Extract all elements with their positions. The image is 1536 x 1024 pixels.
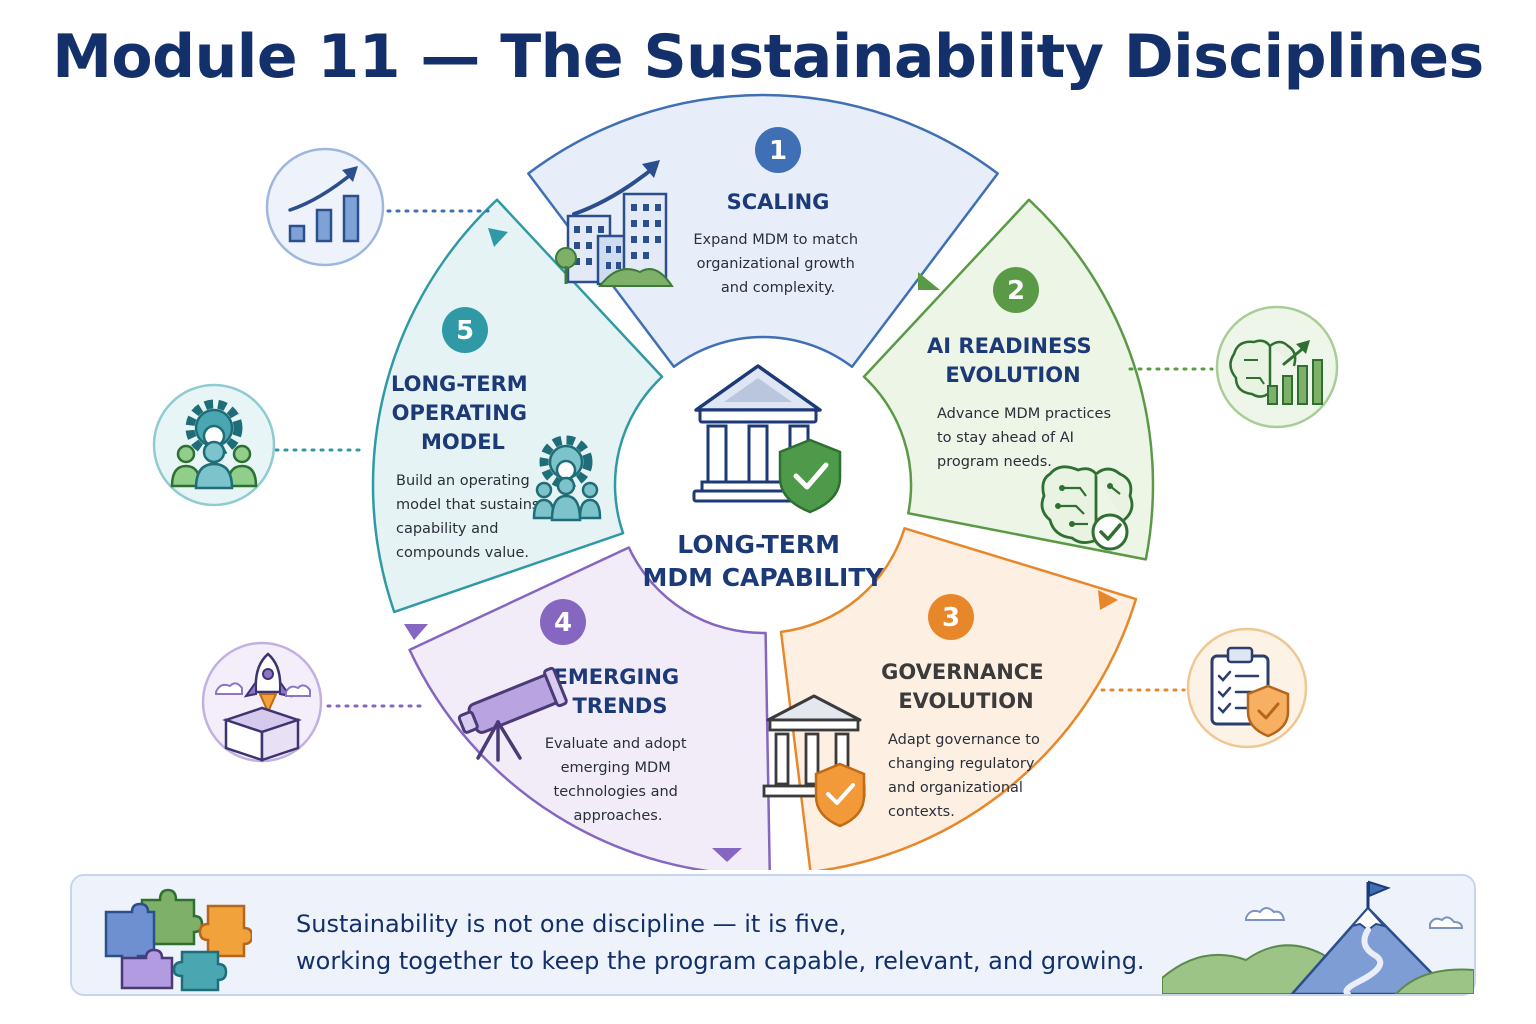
segment-2-title: AI READINESS EVOLUTION [927, 334, 1099, 387]
ring-segment-3 [779, 527, 1138, 870]
badge-4: 4 [540, 599, 586, 645]
clipboard-shield-icon [1186, 627, 1308, 749]
banner-line-1: Sustainability is not one discipline — i… [296, 910, 847, 938]
arrow-head-1 [488, 228, 508, 247]
badge-1: 1 [755, 127, 801, 173]
telescope-icon [457, 666, 568, 762]
segment-3-title: GOVERNANCE EVOLUTION [881, 660, 1051, 713]
ai-brain-check-icon [1040, 465, 1134, 551]
team-gear-icon [152, 383, 276, 507]
segment-4-title: EMERGING TRENDS [554, 665, 687, 718]
svg-text:4: 4 [554, 608, 572, 638]
segment-2-desc: Advance MDM practices to stay ahead of A… [937, 406, 1116, 470]
ring-segment-1 [527, 93, 999, 369]
sustainability-cycle-diagram: 1 2 3 4 5 SCALING AI READINESS EVOLUTION… [152, 93, 1339, 870]
arrow-head-2 [918, 272, 940, 290]
page-title: Module 11 — The Sustainability Disciplin… [52, 22, 1484, 92]
rocket-box-icon [201, 641, 323, 763]
svg-text:2: 2 [1007, 276, 1025, 306]
segment-5-title: LONG-TERM OPERATING MODEL [391, 372, 535, 454]
dotted-connectors [274, 209, 1214, 708]
svg-text:3: 3 [942, 603, 960, 633]
flow-arrows [404, 228, 1118, 862]
city-buildings-growth-icon [555, 160, 674, 287]
arrow-head-5 [404, 624, 428, 640]
arrow-head-4 [712, 848, 742, 862]
segment-4-desc: Evaluate and adopt emerging MDM technolo… [545, 736, 691, 824]
segment-3-desc: Adapt governance to changing regulatory … [888, 732, 1044, 820]
brain-chart-icon [1215, 305, 1339, 429]
segment-1-title: SCALING [727, 190, 830, 214]
banner-text: Sustainability is not one discipline — i… [296, 906, 1196, 980]
team-gear-icon [532, 435, 602, 522]
ring-segment-4 [408, 546, 771, 870]
center-label: LONG-TERM MDM CAPABILITY [642, 530, 884, 592]
mountain-summit-flag-icon [1162, 880, 1474, 994]
banner-line-2: working together to keep the program cap… [296, 947, 1145, 975]
badge-3: 3 [928, 594, 974, 640]
segment-5-desc: Build an operating model that sustains c… [396, 473, 544, 561]
institution-shield-icon [692, 364, 842, 514]
svg-text:5: 5 [456, 316, 474, 346]
badge-2: 2 [993, 267, 1039, 313]
growth-chart-icon [265, 147, 385, 267]
governance-building-shield-icon [762, 694, 866, 828]
puzzle-pieces-icon [104, 888, 252, 992]
arrow-head-3 [1098, 590, 1118, 610]
badge-5: 5 [442, 307, 488, 353]
summary-banner: Sustainability is not one discipline — i… [70, 874, 1476, 996]
segment-1-desc: Expand MDM to match organizational growt… [693, 232, 862, 296]
svg-text:1: 1 [769, 136, 787, 166]
